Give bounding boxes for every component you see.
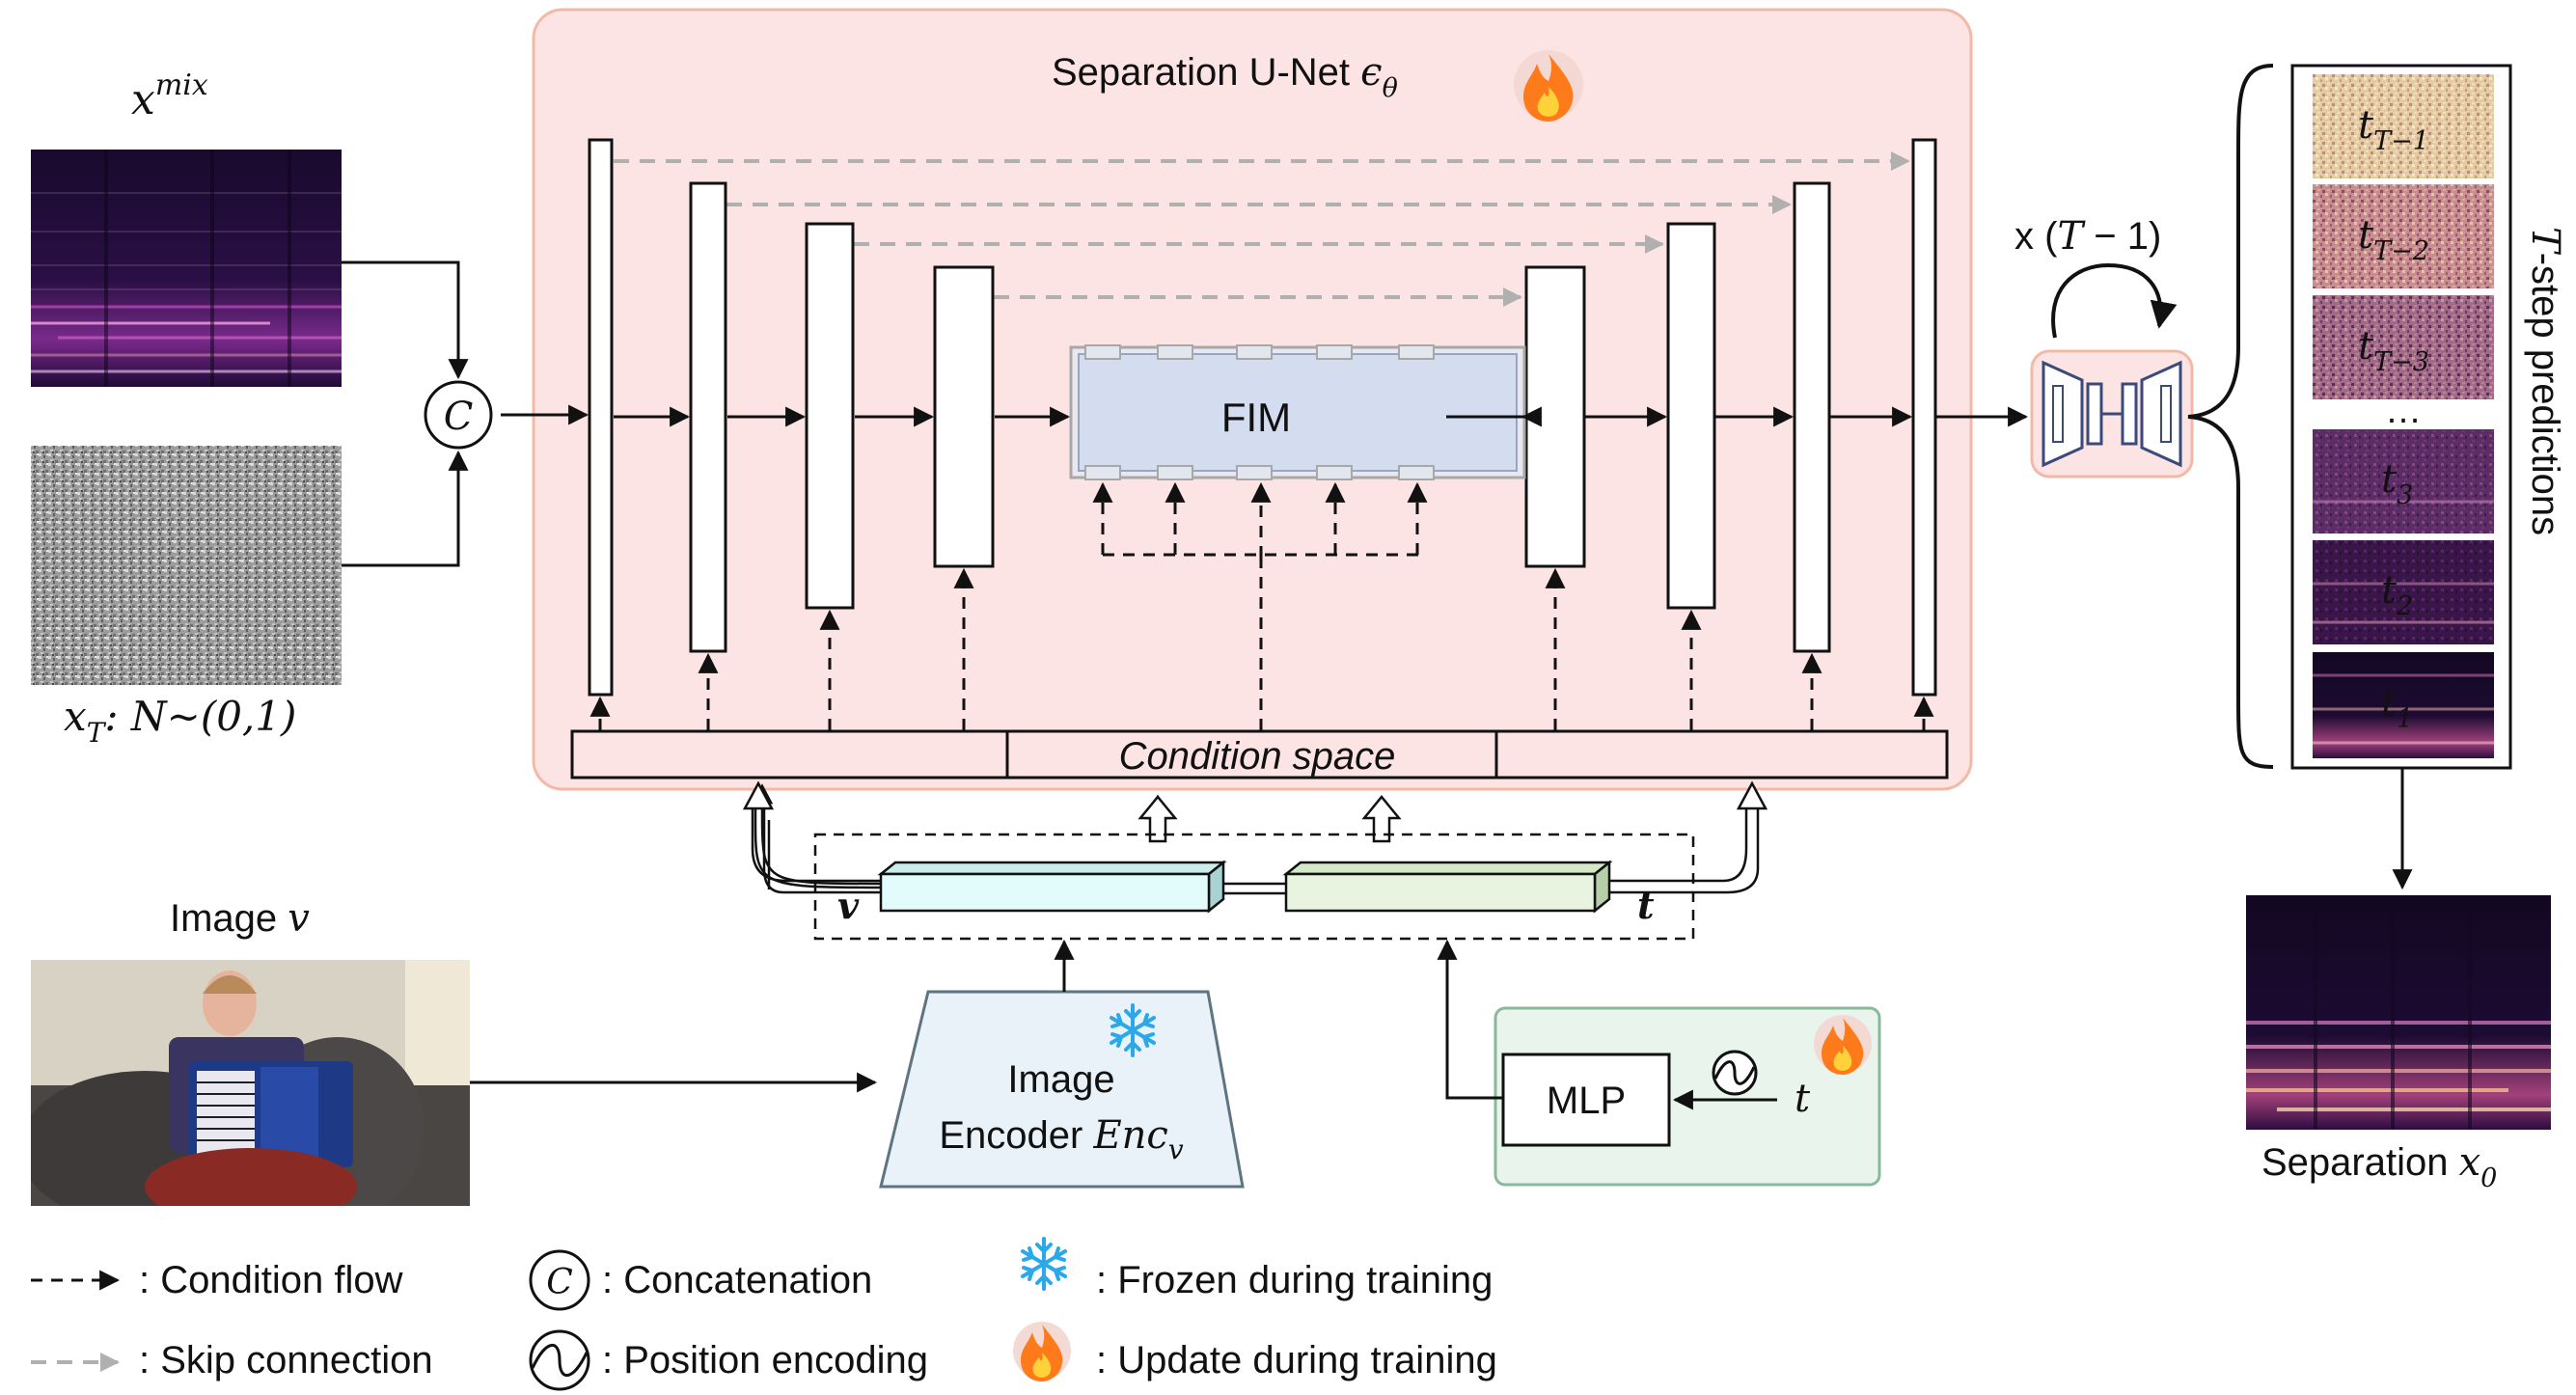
mix-label: xmix <box>131 68 208 124</box>
prediction-label: tT−2 <box>2358 213 2429 266</box>
mlp-box <box>1501 1053 1671 1147</box>
legend-snowflake-icon <box>1021 1237 1067 1291</box>
embedding-container <box>813 833 1695 941</box>
repeat-label: x (T − 1) <box>2014 214 2161 259</box>
svg-text:C: C <box>546 1263 573 1302</box>
decoder-block-3 <box>1793 181 1831 653</box>
predictions-brace <box>2187 64 2274 769</box>
image-title: Image v <box>170 896 310 941</box>
input-photo <box>31 960 470 1206</box>
unet-title: Separation U-Net ϵθ <box>1052 50 1398 103</box>
prediction-tiles <box>2313 74 2494 758</box>
prediction-tile <box>2313 652 2494 758</box>
repeat-arrow <box>2051 262 2178 339</box>
prediction-labels: tT−1 tT−2 tT−3 … t3 t2 t1 <box>2358 103 2429 734</box>
encoder-block-1 <box>588 138 614 697</box>
condition-space-bar: Condition space <box>570 729 1949 780</box>
prediction-tile <box>2313 429 2494 533</box>
fim-condition-arrows <box>1092 481 1428 730</box>
legend-position-encoding: : Position encoding <box>602 1339 928 1381</box>
prediction-label: tT−3 <box>2358 324 2429 377</box>
noise-image <box>31 446 342 685</box>
legend-condition-flow: : Condition flow <box>139 1259 403 1301</box>
prediction-tile <box>2313 540 2494 644</box>
legend-frozen: : Frozen during training <box>1096 1259 1493 1301</box>
decoder-block-1 <box>1524 265 1586 568</box>
output-spectrogram <box>2246 895 2551 1130</box>
legend-update: : Update during training <box>1096 1339 1497 1381</box>
concat-node: C <box>424 380 493 450</box>
mlp-label: MLP <box>1547 1080 1626 1122</box>
skip-connections <box>614 151 1910 307</box>
prediction-label: t3 <box>2381 457 2413 510</box>
encoder-block-3 <box>805 222 855 610</box>
prediction-tile <box>2313 74 2494 178</box>
legend-position-encoding-icon <box>529 1329 590 1391</box>
condition-space-label: Condition space <box>1119 735 1396 778</box>
legend-flame-icon <box>1013 1322 1071 1381</box>
legend-skip-connection: : Skip connection <box>139 1339 433 1381</box>
decoder-block-2 <box>1666 222 1716 610</box>
flame-icon <box>1514 50 1583 122</box>
prediction-label: tT−1 <box>2358 103 2429 156</box>
predictions-frame <box>2290 64 2512 770</box>
prediction-tile <box>2313 184 2494 288</box>
legend-concat-icon: C <box>529 1249 590 1311</box>
mixture-spectrogram <box>31 150 342 387</box>
legend-concatenation: : Concatenation <box>602 1259 872 1301</box>
v-embedding <box>877 860 1227 914</box>
v-embed-label: v <box>837 884 860 927</box>
mini-unet-icon <box>2030 349 2194 479</box>
output-label: Separation x0 <box>2261 1140 2497 1193</box>
encoder-line2: Encoder Encv <box>939 1113 1183 1165</box>
snowflake-icon <box>1110 1003 1156 1057</box>
side-hollow-arrows <box>742 780 1768 894</box>
predictions-title: T-step predictions <box>2523 227 2567 535</box>
decoder-block-4 <box>1911 138 1937 697</box>
prediction-tile <box>2313 295 2494 399</box>
position-encoding-icon <box>1712 1050 1758 1096</box>
block-condition-arrows <box>589 567 1934 730</box>
svg-text:C: C <box>444 395 474 439</box>
image-encoder: Image Encoder Encv <box>879 990 1245 1189</box>
mlp-t-input: t <box>1795 1077 1811 1121</box>
t-embed-label: t <box>1637 884 1655 927</box>
encoder-line1: Image <box>1007 1058 1114 1101</box>
fim-module: FIM <box>1069 344 1526 480</box>
encoder-block-2 <box>689 181 727 653</box>
t-embedding <box>1282 860 1613 914</box>
fim-label: FIM <box>1221 395 1291 440</box>
unet-blocks <box>588 138 1937 697</box>
flame-icon-mlp <box>1814 1015 1872 1075</box>
legend: : Condition flow : Skip connection C : C… <box>31 1237 1497 1391</box>
prediction-label: t2 <box>2381 568 2413 621</box>
prediction-ellipsis: … <box>2385 391 2422 431</box>
prediction-label: t1 <box>2381 681 2413 734</box>
noise-label: xT: N∼(0,1) <box>64 693 296 749</box>
encoder-block-4 <box>933 265 995 568</box>
